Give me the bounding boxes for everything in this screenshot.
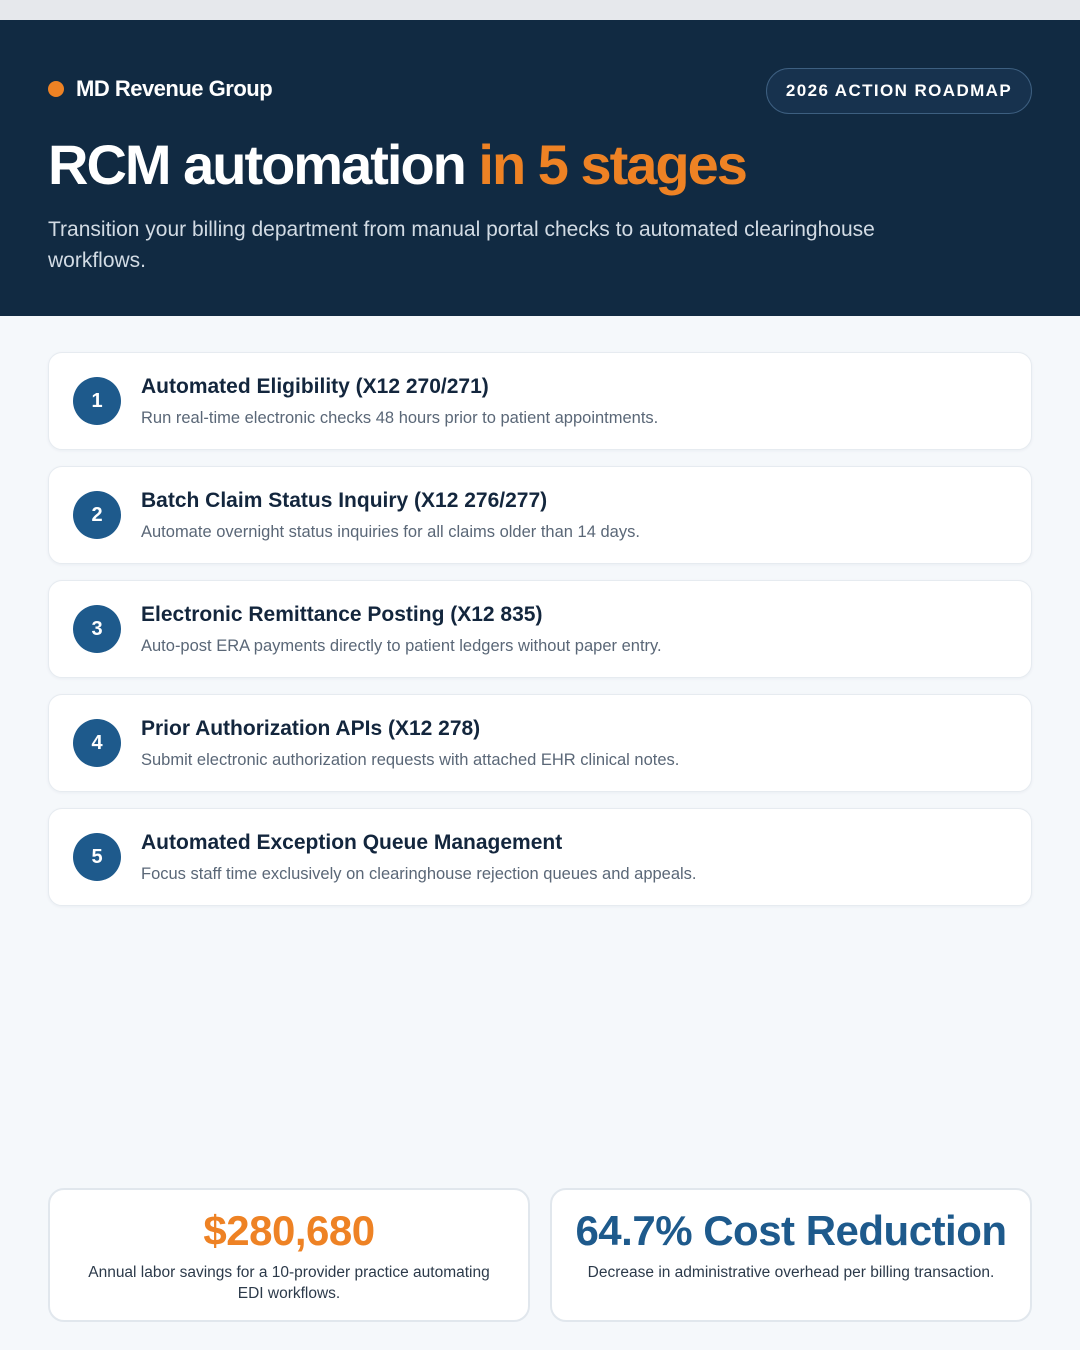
brand-name: MD Revenue Group [76,76,273,101]
stage-title: Electronic Remittance Posting (X12 835) [141,603,543,626]
stage-description: Submit electronic authorization requests… [141,751,680,769]
brand: MD Revenue Group [48,76,273,102]
stage-title: Automated Eligibility (X12 270/271) [141,375,489,398]
stage-card-2: 2 Batch Claim Status Inquiry (X12 276/27… [48,466,1032,564]
stage-number-badge: 3 [73,605,121,653]
stage-card-3: 3 Electronic Remittance Posting (X12 835… [48,580,1032,678]
stage-card-5: 5 Automated Exception Queue Management F… [48,808,1032,906]
title-main: RCM automation [48,133,467,196]
stage-card-4: 4 Prior Authorization APIs (X12 278) Sub… [48,694,1032,792]
brand-dot-icon [48,81,64,97]
hero-header: MD Revenue Group 2026 ACTION ROADMAP RCM… [0,20,1080,316]
title-accent: in 5 stages [478,133,747,196]
stage-title: Automated Exception Queue Management [141,831,563,854]
savings-stat-card: $280,680 Annual labor savings for a 10-p… [48,1188,530,1322]
stage-description: Auto-post ERA payments directly to patie… [141,637,662,655]
stage-number-badge: 2 [73,491,121,539]
stage-number-badge: 5 [73,833,121,881]
stage-title: Batch Claim Status Inquiry (X12 276/277) [141,489,548,512]
stat-description: Decrease in administrative overhead per … [587,1264,995,1281]
stage-number-badge: 4 [73,719,121,767]
page-subtitle: Transition your billing department from … [48,218,875,272]
roadmap-badge: 2026 ACTION ROADMAP [766,68,1032,114]
stage-description: Run real-time electronic checks 48 hours… [141,409,659,427]
stage-card-1: 1 Automated Eligibility (X12 270/271) Ru… [48,352,1032,450]
stat-value: 64.7% Cost Reduction [575,1207,1007,1254]
stage-number-badge: 1 [73,377,121,425]
stages-list: 1 Automated Eligibility (X12 270/271) Ru… [48,352,1032,922]
top-strip [0,0,1080,20]
page-title: RCM automation in 5 stages [48,132,748,197]
stat-description: Annual labor savings for a 10-provider p… [88,1264,490,1302]
stat-value: $280,680 [203,1207,375,1254]
stage-title: Prior Authorization APIs (X12 278) [141,717,481,740]
stage-description: Automate overnight status inquiries for … [141,523,640,541]
stage-description: Focus staff time exclusively on clearing… [141,865,697,883]
cost-reduction-stat-card: 64.7% Cost Reduction Decrease in adminis… [550,1188,1032,1322]
